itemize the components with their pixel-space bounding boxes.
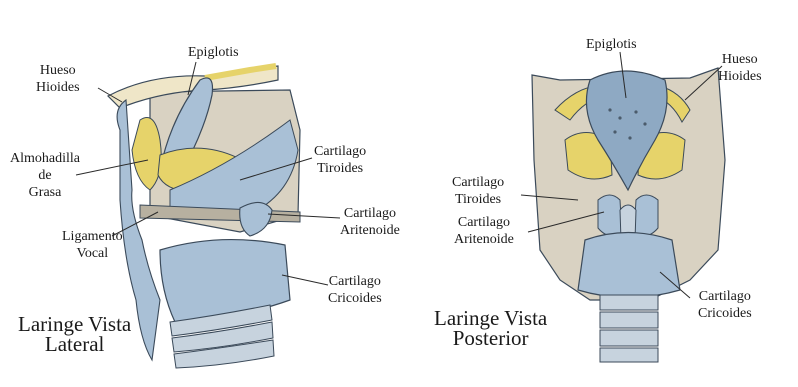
lateral-label-tiroides: Cartilago Tiroides [314, 143, 366, 177]
lateral-caption: Laringe Vista Lateral [18, 314, 131, 354]
lateral-label-almohadilla: Almohadilla de Grasa [10, 150, 80, 201]
lateral-caption-line2: Lateral [18, 334, 131, 354]
lateral-label-almohadilla-line1: Almohadilla [10, 150, 80, 167]
lateral-label-cricoides: Cartilago Cricoides [328, 273, 382, 307]
lateral-label-ligamento-line1: Ligamento [62, 228, 123, 245]
posterior-caption-line1: Laringe Vista [434, 308, 547, 328]
lateral-label-aritenoide-line1: Cartilago [340, 205, 400, 222]
posterior-label-hueso-line1: Hueso [718, 51, 762, 68]
posterior-label-cricoides-line1: Cartilago [698, 288, 752, 305]
posterior-label-aritenoide-line2: Aritenoide [454, 231, 514, 248]
lateral-label-aritenoide: Cartilago Aritenoide [340, 205, 400, 239]
lateral-label-cricoides-line2: Cricoides [328, 290, 382, 307]
posterior-label-cricoides-line2: Cricoides [698, 305, 752, 322]
lateral-label-hueso-hioides: Hueso Hioides [36, 62, 80, 96]
lateral-label-hueso-line2: Hioides [36, 79, 80, 96]
posterior-label-tiroides-line1: Cartilago [452, 174, 504, 191]
lateral-label-cricoides-line1: Cartilago [328, 273, 382, 290]
lateral-label-ligamento-line2: Vocal [62, 245, 123, 262]
lateral-label-tiroides-line1: Cartilago [314, 143, 366, 160]
posterior-caption-line2: Posterior [434, 328, 547, 348]
posterior-label-hueso-hioides: Hueso Hioides [718, 51, 762, 85]
lateral-label-epiglotis-text: Epiglotis [188, 44, 239, 61]
lateral-label-aritenoide-line2: Aritenoide [340, 222, 400, 239]
posterior-caption: Laringe Vista Posterior [434, 308, 547, 348]
posterior-label-aritenoide-line1: Cartilago [454, 214, 514, 231]
lateral-caption-line1: Laringe Vista [18, 314, 131, 334]
lateral-label-almohadilla-line3: Grasa [10, 184, 80, 201]
posterior-label-tiroides: Cartilago Tiroides [452, 174, 504, 208]
lateral-label-almohadilla-line2: de [10, 167, 80, 184]
posterior-label-aritenoide: Cartilago Aritenoide [454, 214, 514, 248]
lateral-label-epiglotis: Epiglotis [188, 44, 239, 61]
posterior-label-cricoides: Cartilago Cricoides [698, 288, 752, 322]
lateral-label-hueso-line1: Hueso [36, 62, 80, 79]
lateral-label-ligamento-vocal: Ligamento Vocal [62, 228, 123, 262]
posterior-label-epiglotis-text: Epiglotis [586, 36, 637, 53]
posterior-label-tiroides-line2: Tiroides [452, 191, 504, 208]
posterior-label-hueso-line2: Hioides [718, 68, 762, 85]
lateral-label-tiroides-line2: Tiroides [314, 160, 366, 177]
posterior-label-epiglotis: Epiglotis [586, 36, 637, 53]
